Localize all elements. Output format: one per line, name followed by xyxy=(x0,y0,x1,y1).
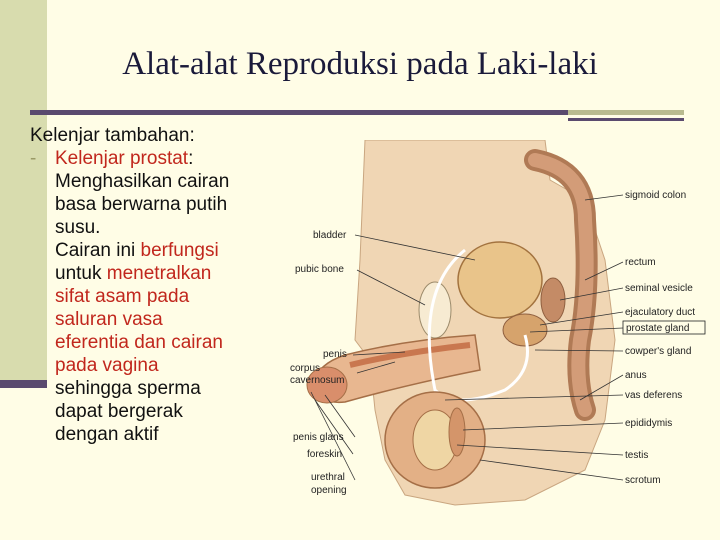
bullet-item: -Kelenjar prostat: xyxy=(30,147,295,170)
title-rule-accent-line xyxy=(568,118,684,121)
title-rule xyxy=(30,110,570,115)
text-plain: untuk xyxy=(55,263,107,284)
text-line: untuk menetralkan xyxy=(30,262,295,285)
label-seminal-vesicle: seminal vesicle xyxy=(625,283,693,294)
heading: Kelenjar tambahan: xyxy=(30,124,295,147)
label-rectum: rectum xyxy=(625,257,656,268)
label-pubic-bone: pubic bone xyxy=(295,264,344,275)
label-cowpers-gland: cowper's gland xyxy=(625,346,691,357)
pubic-bone-shape xyxy=(419,282,451,338)
label-sigmoid-colon: sigmoid colon xyxy=(625,190,686,201)
label-ejaculatory-duct: ejaculatory duct xyxy=(625,307,695,318)
label-scrotum: scrotum xyxy=(625,475,661,486)
text-line: dapat bergerak xyxy=(30,400,295,423)
label-penis-glans: penis glans xyxy=(293,432,344,443)
epididymis-shape xyxy=(449,408,465,456)
bullet-title: Kelenjar prostat xyxy=(55,148,188,169)
text-line: basa berwarna putih xyxy=(30,193,295,216)
label-anus: anus xyxy=(625,370,647,381)
text-line: susu. xyxy=(30,216,295,239)
text-line: Menghasilkan cairan xyxy=(30,170,295,193)
label-corpus-1: corpus xyxy=(290,363,320,374)
text-line-highlight: pada vagina xyxy=(30,354,295,377)
label-corpus-2: cavernosum xyxy=(290,375,344,386)
bullet-colon: : xyxy=(188,148,193,169)
title-rule-accent xyxy=(568,110,684,115)
bladder-shape xyxy=(458,242,542,318)
text-line: Cairan ini berfungsi xyxy=(30,239,295,262)
label-testis: testis xyxy=(625,450,648,461)
bullet-dash: - xyxy=(30,147,36,170)
label-penis: penis xyxy=(323,349,347,360)
text-highlight: menetralkan xyxy=(107,263,212,284)
label-urethral-2: opening xyxy=(311,485,347,496)
slide-title: Alat-alat Reproduksi pada Laki-laki xyxy=(0,46,720,83)
label-epididymis: epididymis xyxy=(625,418,672,429)
body-text: Kelenjar tambahan: -Kelenjar prostat: Me… xyxy=(30,124,295,446)
text-line: dengan aktif xyxy=(30,423,295,446)
text-line-highlight: sifat asam pada xyxy=(30,285,295,308)
label-prostate-gland: prostate gland xyxy=(626,323,689,334)
text-line: sehingga sperma xyxy=(30,377,295,400)
label-urethral-1: urethral xyxy=(311,472,345,483)
label-foreskin: foreskin xyxy=(307,449,342,460)
label-bladder: bladder xyxy=(313,230,347,241)
text-line-highlight: saluran vasa xyxy=(30,308,295,331)
text-plain: Cairan ini xyxy=(55,240,141,261)
text-line-highlight: eferentia dan cairan xyxy=(30,331,295,354)
text-highlight: berfungsi xyxy=(141,240,219,261)
label-vas-deferens: vas deferens xyxy=(625,390,682,401)
anatomy-diagram: bladder pubic bone penis corpus cavernos… xyxy=(285,140,715,510)
